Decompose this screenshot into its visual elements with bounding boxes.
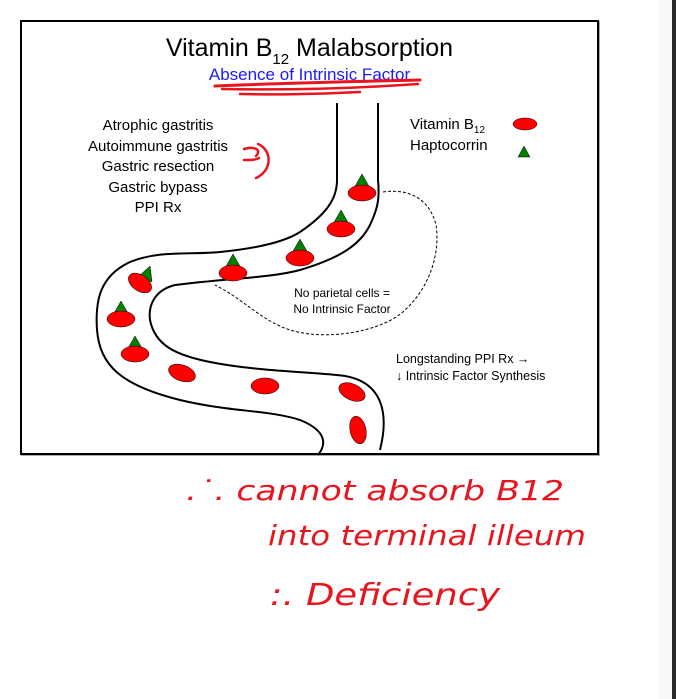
annotation-line-3: :. Deficiency xyxy=(270,578,502,613)
legend: Vitamin B12 Haptocorrin xyxy=(410,114,488,156)
cause-item: Atrophic gastritis xyxy=(102,117,214,134)
ppi-note: Longstanding PPI Rx → ↓ Intrinsic Factor… xyxy=(396,351,545,385)
underline-stroke xyxy=(238,90,362,96)
bracket-mark xyxy=(242,156,261,162)
cause-item: Gastric resection xyxy=(101,158,215,175)
legend-haptocorrin-triangle xyxy=(517,145,531,158)
b12-ellipse xyxy=(285,249,315,267)
title-text-rest: Malabsorption xyxy=(289,34,454,62)
bracket-mark xyxy=(254,142,270,180)
note-line: No parietal cells = xyxy=(294,286,390,300)
parietal-note: No parietal cells = No Intrinsic Factor xyxy=(262,285,422,317)
causes-list: Atrophic gastritis Autoimmune gastritis … xyxy=(58,116,258,219)
b12-haptocorrin-complex xyxy=(120,335,150,363)
cause-item: PPI Rx xyxy=(134,199,182,216)
legend-label: Vitamin B xyxy=(410,116,474,133)
b12-ellipse xyxy=(168,363,196,383)
b12-ellipse xyxy=(326,220,356,238)
b12-haptocorrin-complex xyxy=(285,238,315,267)
b12-ellipse xyxy=(347,184,377,202)
annotation-line-2: into terminal illeum xyxy=(268,519,586,552)
diagram-subtitle: Absence of Intrinsic Factor xyxy=(208,65,411,84)
intestine-inner-wall xyxy=(148,103,385,451)
legend-item-haptocorrin: Haptocorrin xyxy=(410,135,488,156)
underline-stroke xyxy=(213,78,422,88)
diagram-frame: Vitamin B12 Malabsorption Absence of Int… xyxy=(20,20,599,455)
note-line: ↓ Intrinsic Factor Synthesis xyxy=(396,369,546,383)
scrollbar-track xyxy=(658,0,672,699)
title-subscript: 12 xyxy=(272,51,290,68)
b12-haptocorrin-complex xyxy=(326,209,356,238)
note-line: No Intrinsic Factor xyxy=(293,302,391,316)
intestine-outer-wall xyxy=(95,103,338,456)
diagram-title: Vitamin B12 Malabsorption xyxy=(22,34,597,67)
cause-item: Gastric bypass xyxy=(108,178,208,196)
b12-haptocorrin-complex xyxy=(218,253,248,282)
note-line: Longstanding PPI Rx → xyxy=(396,352,530,366)
b12-ellipse xyxy=(250,377,280,395)
b12-haptocorrin-complex xyxy=(347,173,377,202)
legend-b12-ellipse xyxy=(512,117,538,131)
b12-ellipse xyxy=(128,272,152,294)
b12-ellipse xyxy=(338,382,366,402)
b12-haptocorrin-complex xyxy=(106,300,136,328)
scrollbar[interactable] xyxy=(672,0,676,699)
legend-subscript: 12 xyxy=(473,125,486,136)
annotation-line-1: .˙. cannot absorb B12 xyxy=(186,474,564,507)
b12-ellipse xyxy=(120,345,150,363)
legend-item-b12: Vitamin B12 xyxy=(410,114,488,136)
legend-label: Haptocorrin xyxy=(410,137,488,154)
b12-ellipse xyxy=(349,415,367,445)
underline-stroke xyxy=(220,82,420,91)
cause-item: Autoimmune gastritis xyxy=(87,137,229,155)
title-text: Vitamin B xyxy=(165,34,273,62)
stomach-outline xyxy=(214,190,438,336)
b12-ellipse xyxy=(106,310,136,328)
b12-haptocorrin-complex xyxy=(128,265,153,294)
b12-ellipse xyxy=(218,264,248,282)
bracket-mark xyxy=(242,146,260,158)
